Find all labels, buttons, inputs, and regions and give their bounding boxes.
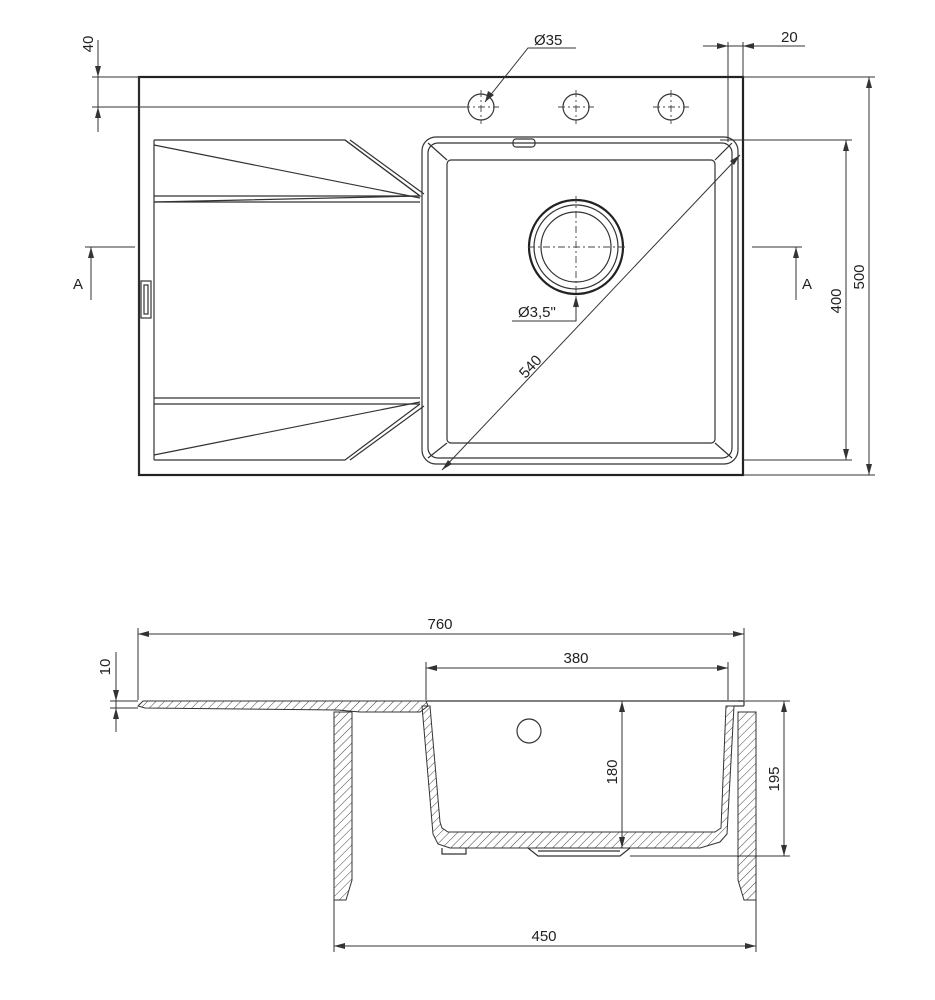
dim-bowl-depth-label: 400 bbox=[828, 288, 845, 313]
dim-offset: 40 bbox=[80, 36, 465, 132]
dim-depth-total-label: 500 bbox=[851, 264, 868, 289]
dim-bowl-height-label: 180 bbox=[604, 759, 621, 784]
dim-total-height-label: 195 bbox=[766, 766, 783, 791]
tap-holes bbox=[463, 90, 689, 124]
section-view: 760 380 10 180 bbox=[97, 616, 790, 952]
waste-outlet bbox=[527, 196, 626, 298]
dim-waste-label: Ø3,5" bbox=[518, 304, 556, 321]
dim-rim: 20 bbox=[703, 29, 805, 142]
dim-total-height: 195 bbox=[630, 700, 790, 857]
dim-bowl-height: 180 bbox=[604, 701, 625, 848]
dim-bowl-width-label: 380 bbox=[563, 650, 588, 667]
dim-cabinet-width: 450 bbox=[333, 900, 757, 952]
dim-overall-width: 760 bbox=[137, 616, 745, 700]
bowl-top bbox=[421, 136, 739, 465]
section-label-left: A bbox=[73, 276, 83, 293]
dim-offset-label: 40 bbox=[80, 36, 97, 53]
dim-overall-width-label: 760 bbox=[427, 616, 452, 633]
tap-hole bbox=[463, 90, 499, 124]
dim-depth-total: 500 bbox=[743, 76, 875, 476]
dim-cabinet-width-label: 450 bbox=[531, 928, 556, 945]
top-view: 40 Ø35 20 500 bbox=[73, 29, 875, 477]
dim-diagonal-label: 540 bbox=[516, 352, 546, 382]
section-label-right: A bbox=[802, 276, 812, 293]
section-marker-right: A bbox=[752, 246, 812, 300]
dim-hole-label: Ø35 bbox=[534, 32, 562, 49]
dim-rim-thickness-label: 10 bbox=[97, 659, 114, 676]
dim-waste: Ø3,5" bbox=[512, 296, 579, 322]
dim-rim-label: 20 bbox=[781, 29, 798, 46]
dim-rim-thickness: 10 bbox=[97, 652, 138, 732]
drainer-board bbox=[140, 139, 425, 461]
tap-hole bbox=[653, 90, 689, 124]
dim-bowl-width: 380 bbox=[425, 650, 729, 700]
dim-hole: Ø35 bbox=[484, 32, 576, 103]
dim-bowl-depth: 400 bbox=[720, 139, 852, 461]
cabinet-walls bbox=[333, 711, 757, 901]
section-marker-left: A bbox=[73, 246, 135, 300]
tap-hole bbox=[558, 90, 594, 124]
sink-profile bbox=[137, 700, 745, 857]
